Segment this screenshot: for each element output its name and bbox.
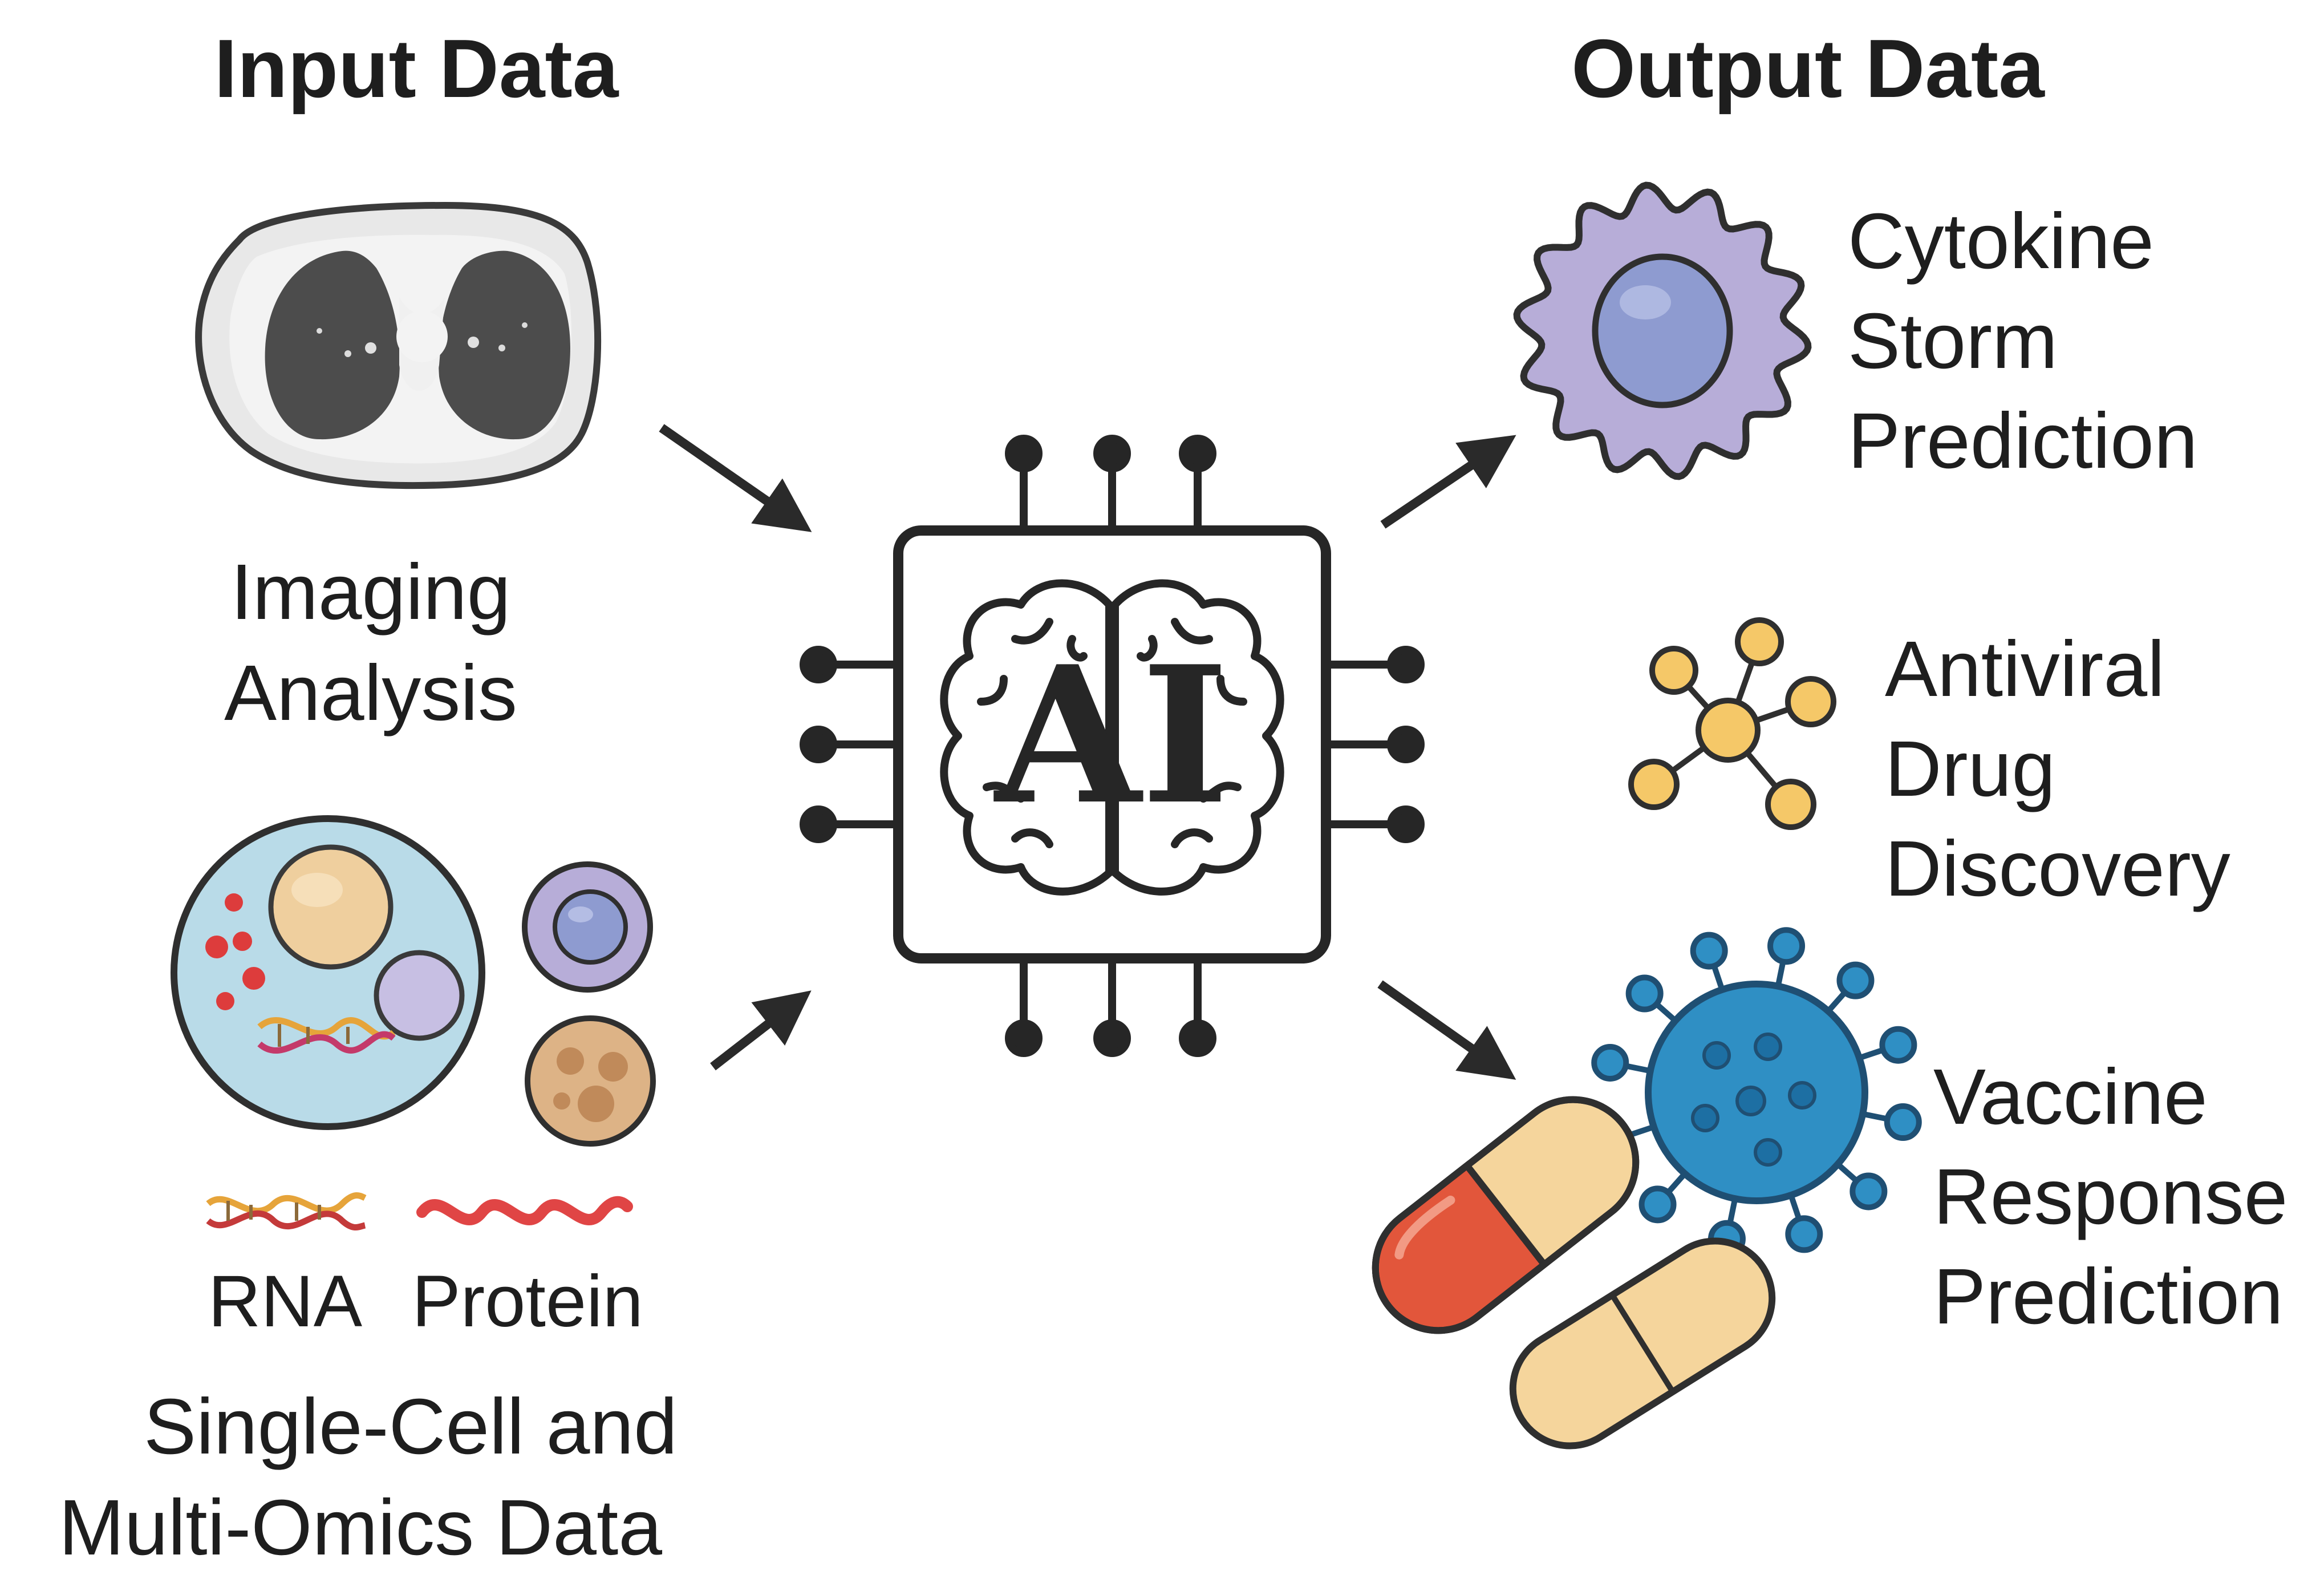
virus-spike-tip [1767,927,1806,965]
cytokine-label-line3: Prediction [1848,397,2198,485]
virus-spike-tip [1836,961,1875,999]
vaccine-label-line1: Vaccine [1933,1053,2208,1141]
ai-label: AI [992,625,1230,846]
molecule-icon [1628,617,1836,830]
vaccine-label-line3: Prediction [1933,1253,2284,1341]
virus-spike-tip [1690,932,1728,970]
output-heading: Output Data [1571,22,2045,115]
virus-spike-tip [1591,1043,1629,1082]
antiviral-label-line2: Drug [1885,725,2055,813]
cell-icon [171,815,485,1130]
protein-label: Protein [412,1261,643,1342]
protein-icon [416,1196,633,1225]
cytokine-label-line2: Storm [1848,297,2058,385]
virus-spike-tip [1638,1185,1677,1224]
arrow-ai-to-vaccine [1377,980,1516,1080]
single-cell-label-line1: Single-Cell and [144,1383,678,1471]
virus-spike-tip [1850,1172,1888,1211]
virus-spike-tip [1879,1026,1917,1064]
granule-cell-icon [525,1015,656,1147]
brain-icon [940,579,1284,896]
input-heading: Input Data [214,22,619,115]
imaging-label-line1: Imaging [231,548,511,636]
arrow-omics-to-ai [710,990,812,1071]
rna-label: RNA [208,1261,363,1342]
arrow-ai-to-cytokine [1380,435,1516,529]
virus-icon [1591,927,1922,1258]
dna-icon [206,1192,367,1230]
ct-scan-icon [195,201,602,489]
cytokine-label-line1: Cytokine [1848,197,2154,285]
single-cell-label-line2: Multi-Omics Data [59,1484,662,1572]
immune-cell-small-icon [522,861,653,993]
capsule-icon [1372,1096,1776,1450]
virus-spike-tip [1625,974,1664,1013]
virus-spike-tip [1785,1215,1823,1253]
antiviral-label-line3: Discovery [1885,825,2230,913]
immune-cell-icon [1513,181,1812,480]
arrow-imaging-to-ai [659,424,812,532]
virus-spike-tip [1884,1103,1922,1141]
vaccine-label-line2: Response [1933,1153,2288,1241]
imaging-label-line2: Analysis [224,649,517,737]
antiviral-label-line1: Antiviral [1885,625,2165,713]
